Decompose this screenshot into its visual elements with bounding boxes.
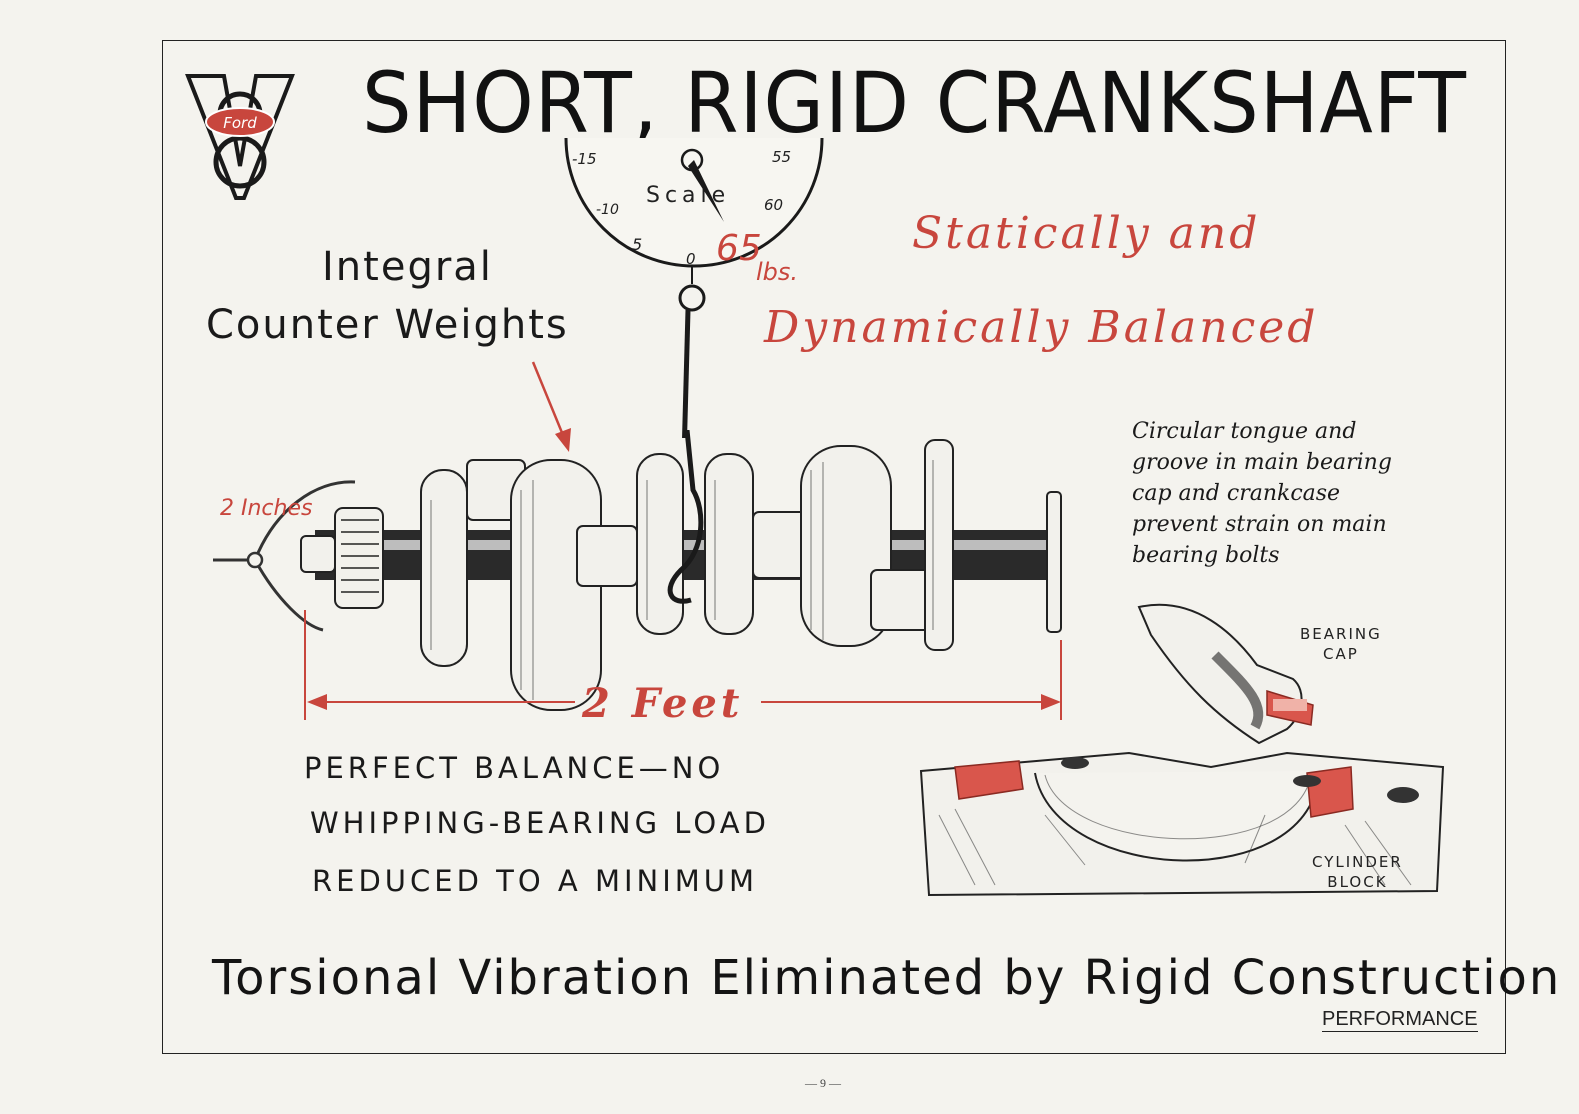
length-label: 2 Feet <box>582 680 744 727</box>
scale-tick: -15 <box>572 150 597 168</box>
balanced-line2: Dynamically Balanced <box>764 302 1319 353</box>
perfect-balance-line2: WHIPPING-BEARING LOAD <box>310 806 770 840</box>
scale-unit: lbs. <box>756 258 798 286</box>
scale-tick: 60 <box>764 196 783 214</box>
cylinder-block-label: CYLINDER BLOCK <box>1312 852 1403 892</box>
scale-tick: 55 <box>772 148 791 166</box>
crankshaft-illustration <box>213 430 1062 720</box>
integral-label-line1: Integral <box>322 244 493 290</box>
scale-word: Scale <box>646 183 730 208</box>
gear-size-label: 2 Inches <box>220 496 313 521</box>
bearing-cap-label-line1: BEARING <box>1300 625 1382 643</box>
balanced-line1: Statically and <box>912 208 1261 259</box>
page-number: — 9 — <box>805 1076 841 1090</box>
integral-label-line2: Counter Weights <box>206 302 569 348</box>
logo-text: Ford <box>223 114 257 132</box>
page-frame <box>162 40 1506 1054</box>
footer-headline: Torsional Vibration Eliminated by Rigid … <box>212 950 1562 1006</box>
scale-tick: -10 <box>596 202 619 218</box>
section-label: PERFORMANCE <box>1322 1008 1478 1032</box>
cylinder-block-label-line1: CYLINDER <box>1312 853 1403 871</box>
bearing-cap-label: BEARING CAP <box>1300 624 1382 664</box>
bearing-caption: Circular tongue and groove in main beari… <box>1132 419 1392 568</box>
scale-dial: -15 -10 5 0 60 55 Scale 65 lbs. <box>564 138 824 438</box>
perfect-balance-line1: PERFECT BALANCE—NO <box>304 751 725 785</box>
page-title: SHORT, RIGID CRANKSHAFT <box>362 54 1467 152</box>
scale-tick: 5 <box>632 235 642 254</box>
cylinder-block-label-line2: BLOCK <box>1327 873 1388 891</box>
ford-v8-logo: Ford <box>185 74 295 200</box>
scale-tick: 0 <box>686 250 696 268</box>
bearing-block-illustration <box>919 603 1445 897</box>
counterweight-arrow <box>531 361 571 452</box>
perfect-balance-line3: REDUCED TO A MINIMUM <box>312 864 759 898</box>
bearing-cap-label-line2: CAP <box>1322 645 1359 663</box>
scale-reading: 65 <box>716 228 762 269</box>
